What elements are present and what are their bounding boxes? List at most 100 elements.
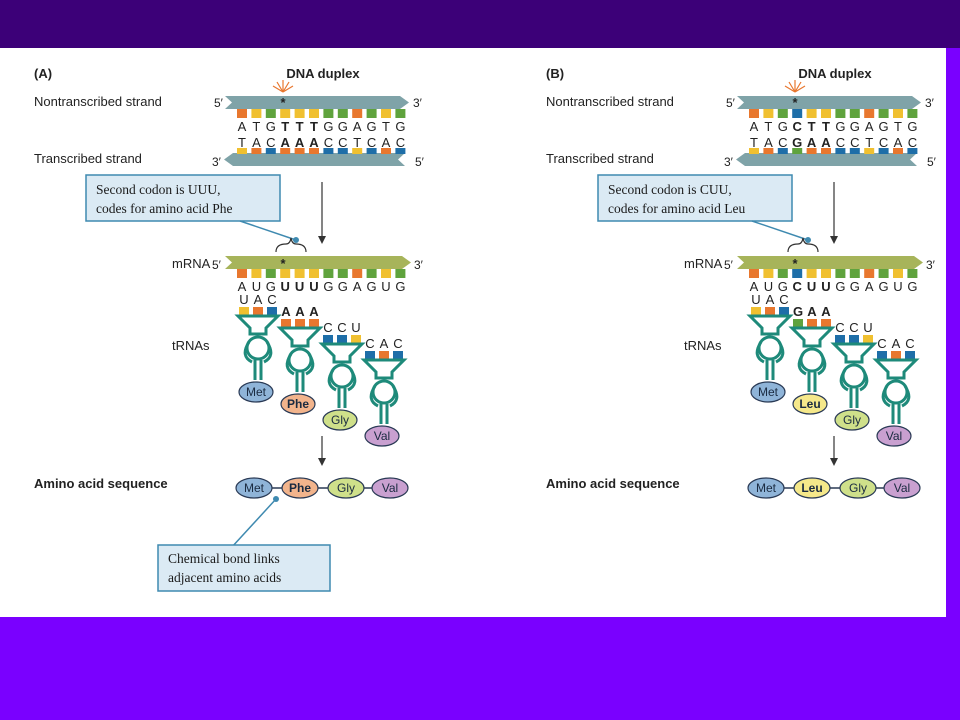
bottom-base-peg: [265, 148, 276, 154]
top-strand-base: T: [281, 119, 289, 134]
bottom-base-peg: [893, 148, 903, 154]
anticodon-base: C: [365, 336, 374, 351]
top-base-peg: [806, 109, 817, 118]
mutation-ray: [272, 85, 284, 93]
trna-side-loop: [755, 341, 785, 364]
amino-acid-label: Phe: [287, 397, 309, 411]
sequence-amino-acid-label: Gly: [849, 481, 867, 495]
anticodon-peg: [337, 335, 347, 344]
codon-brace: [787, 237, 819, 253]
three-prime-label: 3′: [724, 155, 734, 169]
bottom-strand-base: T: [865, 135, 873, 150]
top-base-peg: [763, 109, 774, 118]
top-base-peg: [792, 109, 803, 118]
top-strand-base: G: [907, 119, 917, 134]
mutation-ray: [788, 81, 796, 93]
mutation-ray: [282, 85, 294, 93]
bottom-strand-base: T: [353, 135, 361, 150]
top-strand-base: G: [835, 119, 845, 134]
amino-acid-oval: [238, 381, 274, 403]
mrna-base: U: [764, 279, 773, 294]
bottom-strand-base: C: [266, 135, 275, 150]
anticodon-peg: [281, 319, 291, 328]
trna-side-loop: [839, 369, 869, 392]
top-strand-base: G: [323, 119, 333, 134]
mrna-base-peg: [792, 269, 803, 278]
mrna-base-peg: [309, 269, 319, 278]
anticodon-base: A: [807, 304, 817, 319]
anticodon-base: A: [892, 336, 901, 351]
top-base-peg: [907, 109, 918, 118]
top-strand-base: G: [338, 119, 348, 134]
anticodon-peg: [351, 335, 361, 344]
mutation-ray: [794, 81, 802, 93]
trna-loop: [841, 363, 867, 389]
mrna-base: G: [879, 279, 889, 294]
mrna-base: G: [323, 279, 333, 294]
top-strand-base: G: [879, 119, 889, 134]
top-base-peg: [352, 109, 363, 118]
mrna-base-peg: [849, 269, 860, 278]
trna-loop: [757, 335, 783, 361]
amino-acid-label: Val: [374, 429, 390, 443]
anticodon-base: C: [393, 336, 402, 351]
amino-acid-oval: [750, 381, 786, 403]
mrna-base: A: [238, 279, 247, 294]
bottom-strand-base: G: [792, 135, 802, 150]
bond-callout-line-2: adjacent amino acids: [168, 570, 281, 585]
amino-acid-oval: [876, 425, 912, 447]
bottom-base-peg: [366, 148, 377, 154]
top-strand-base: T: [764, 119, 772, 134]
mrna-base: C: [793, 279, 803, 294]
transcribed-strand-backbone: [736, 153, 917, 166]
bottom-strand-base: T: [238, 135, 246, 150]
anticodon-base: A: [309, 304, 319, 319]
top-strand-base: G: [778, 119, 788, 134]
bottom-strand-base: A: [295, 135, 305, 150]
nontranscribed-strand-label: Nontranscribed strand: [34, 94, 162, 109]
mutation-asterisk: *: [280, 256, 286, 271]
anticodon-peg: [793, 319, 803, 328]
top-base-peg: [280, 109, 291, 118]
top-base-peg: [395, 109, 406, 118]
trna-side-loop: [881, 385, 911, 408]
anticodon-base: C: [849, 320, 858, 335]
anticodon-peg: [295, 319, 305, 328]
top-base-peg: [265, 109, 276, 118]
top-strand-base: G: [367, 119, 377, 134]
anticodon-base: U: [751, 292, 760, 307]
sequence-amino-acid-oval: [839, 477, 877, 499]
top-strand-base: G: [395, 119, 405, 134]
mrna-base: U: [807, 279, 816, 294]
top-base-peg: [821, 109, 831, 118]
top-strand-base: T: [252, 119, 260, 134]
sequence-amino-acid-label: Val: [894, 481, 910, 495]
top-strand-base: T: [822, 119, 830, 134]
anticodon-peg: [765, 307, 775, 316]
amino-acid-oval: [322, 409, 358, 431]
anticodon-peg: [807, 319, 817, 328]
mrna-base-peg: [251, 269, 262, 278]
mrna-base-peg: [835, 269, 846, 278]
callout-line-2: codes for amino acid Leu: [608, 201, 745, 216]
anticodon-peg: [393, 351, 403, 360]
five-prime-label: 5′: [415, 155, 425, 169]
mrna-label: mRNA: [172, 256, 211, 271]
bottom-base-peg: [792, 148, 803, 154]
amino-acid-label: Met: [758, 385, 779, 399]
top-base-peg: [237, 109, 247, 118]
anticodon-peg: [253, 307, 263, 316]
amino-acid-label: Leu: [799, 397, 820, 411]
top-strand-base: T: [894, 119, 902, 134]
sequence-amino-acid-label: Val: [382, 481, 398, 495]
mrna-base: G: [338, 279, 348, 294]
bottom-base-peg: [907, 148, 918, 154]
top-strand-base: A: [750, 119, 759, 134]
anticodon-peg: [877, 351, 887, 360]
